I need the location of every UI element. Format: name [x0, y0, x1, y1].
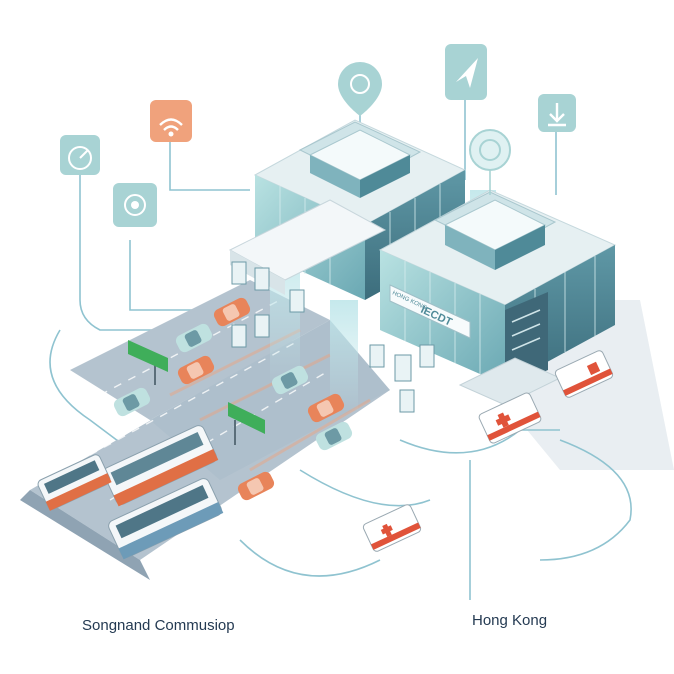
buses — [37, 425, 224, 560]
kiosks — [231, 261, 435, 413]
location-pin-icon — [338, 62, 382, 116]
wifi-icon — [150, 100, 192, 142]
road-sign-1 — [128, 340, 168, 385]
navigation-arrow-icon — [445, 44, 487, 100]
ambulance — [554, 350, 614, 398]
car — [271, 365, 309, 395]
road-sign-2 — [228, 402, 265, 445]
caption-right: Hong Kong — [472, 612, 548, 629]
car — [113, 387, 151, 417]
car — [213, 297, 251, 327]
gauge-icon — [60, 135, 100, 190]
car — [177, 355, 215, 385]
download-icon — [538, 94, 576, 132]
caption-left: Songnand Commusiop — [82, 617, 235, 634]
car — [315, 421, 353, 451]
building-left — [228, 119, 467, 300]
ambulance — [478, 392, 542, 444]
car — [237, 471, 275, 501]
signal-pin-icon — [469, 129, 511, 195]
settings-panel-icon — [113, 183, 157, 227]
building-right: IECDT HONG KONG — [378, 189, 617, 406]
bus — [103, 425, 219, 507]
car — [307, 393, 345, 423]
bus — [37, 454, 112, 511]
bus — [108, 478, 224, 560]
cars — [113, 297, 353, 501]
ambulances — [362, 350, 614, 552]
ambulance — [362, 504, 422, 552]
car — [175, 323, 213, 353]
